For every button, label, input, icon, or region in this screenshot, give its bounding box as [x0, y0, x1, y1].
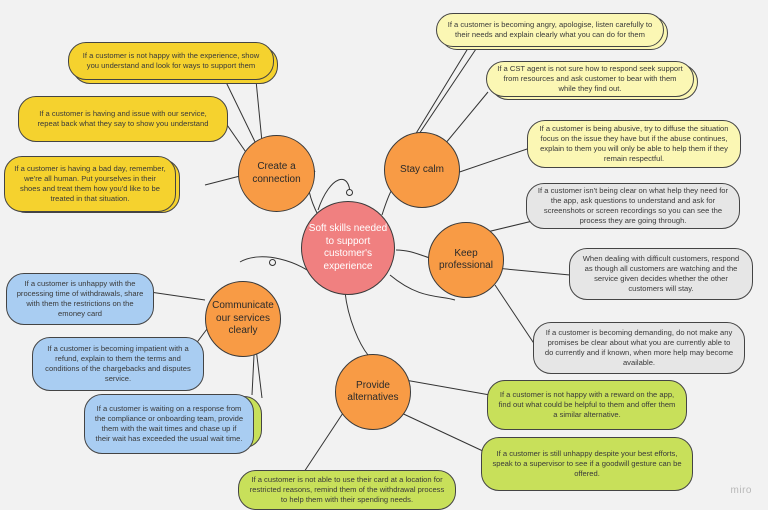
note-text: If a customer is being abusive, try to d… [539, 124, 729, 163]
note-text: If a customer isn't being clear on what … [537, 186, 729, 225]
topic-provide-alternatives-label: Provide alternatives [347, 379, 399, 404]
note-text: If a customer is unhappy with the proces… [16, 279, 144, 318]
note-text: If a customer is becoming impatient with… [45, 344, 191, 383]
topic-communicate-label: Communicate our services clearly [212, 300, 274, 337]
connector-handle[interactable] [269, 259, 276, 266]
note-stay-calm-3[interactable]: If a customer is being abusive, try to d… [527, 120, 741, 168]
note-keep-professional-2[interactable]: When dealing with difficult customers, r… [569, 248, 753, 300]
note-text: If a customer is not happy with a reward… [498, 390, 676, 419]
note-provide-alternatives-2[interactable]: If a customer is still unhappy despite y… [481, 437, 693, 491]
note-text: If a customer is becoming angry, apologi… [447, 20, 653, 39]
note-create-connection-2[interactable]: If a customer is having and issue with o… [18, 96, 228, 142]
connector-handle[interactable] [346, 189, 353, 196]
central-topic[interactable]: Soft skills needed to support customer's… [301, 201, 395, 295]
note-create-connection-3[interactable]: If a customer is having a bad day, remem… [4, 156, 176, 212]
note-provide-alternatives-3[interactable]: If a customer is not able to use their c… [238, 470, 456, 510]
note-provide-alternatives-1[interactable]: If a customer is not happy with a reward… [487, 380, 687, 430]
note-text: If a customer is not able to use their c… [249, 475, 445, 504]
note-communicate-3[interactable]: If a customer is waiting on a response f… [84, 394, 254, 454]
central-topic-label: Soft skills needed to support customer's… [308, 223, 388, 272]
note-text: If a CST agent is not sure how to respon… [497, 64, 683, 93]
note-communicate-2[interactable]: If a customer is becoming impatient with… [32, 337, 204, 391]
miro-logo: miro [730, 485, 752, 496]
note-text: If a customer is becoming demanding, do … [544, 328, 734, 367]
topic-communicate[interactable]: Communicate our services clearly [205, 281, 281, 357]
topic-provide-alternatives[interactable]: Provide alternatives [335, 354, 411, 430]
topic-keep-professional[interactable]: Keep professional [428, 222, 504, 298]
note-stay-calm-1[interactable]: If a customer is becoming angry, apologi… [436, 13, 664, 47]
topic-keep-professional-label: Keep professional [439, 247, 493, 272]
topic-create-connection-label: Create a connection [252, 161, 301, 185]
note-text: If a customer is still unhappy despite y… [492, 449, 682, 478]
note-stay-calm-2[interactable]: If a CST agent is not sure how to respon… [486, 61, 694, 97]
note-text: If a customer is having a bad day, remem… [14, 164, 166, 203]
topic-stay-calm-label: Stay calm [400, 163, 444, 175]
note-text: When dealing with difficult customers, r… [582, 254, 740, 293]
note-text: If a customer is not happy with the expe… [82, 51, 260, 70]
topic-stay-calm[interactable]: Stay calm [384, 132, 460, 208]
note-create-connection-1[interactable]: If a customer is not happy with the expe… [68, 42, 274, 80]
note-communicate-1[interactable]: If a customer is unhappy with the proces… [6, 273, 154, 325]
note-keep-professional-3[interactable]: If a customer is becoming demanding, do … [533, 322, 745, 374]
note-text: If a customer is waiting on a response f… [94, 404, 244, 443]
note-keep-professional-1[interactable]: If a customer isn't being clear on what … [526, 183, 740, 229]
topic-create-connection[interactable]: Create a connection [238, 135, 315, 212]
note-text: If a customer is having and issue with o… [37, 109, 209, 128]
